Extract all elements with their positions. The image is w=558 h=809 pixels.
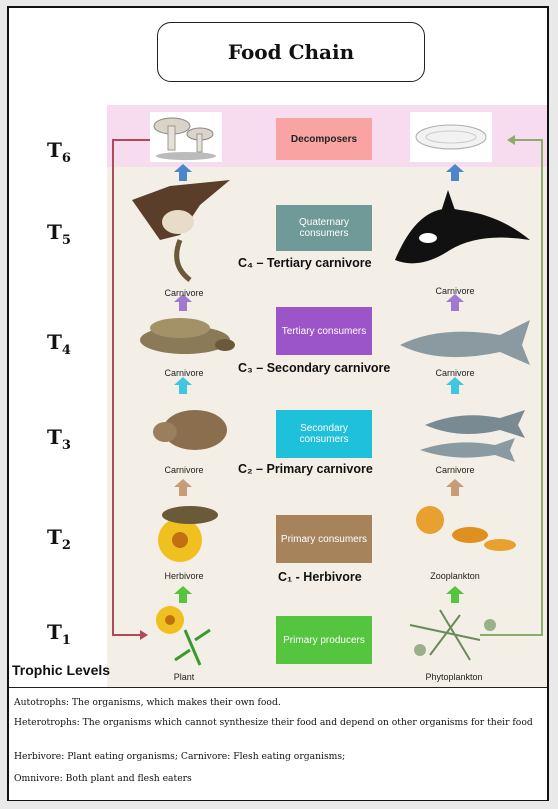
left-label-t2: Herbivore: [164, 571, 203, 581]
trophic-levels-label: Trophic Levels: [12, 662, 110, 678]
left-label-t5: Carnivore: [164, 288, 203, 298]
fish-icon: [400, 320, 530, 365]
bacterium-icon: [410, 112, 492, 162]
note-autotrophs: Autotrophs: The organisms, which makes t…: [14, 696, 281, 709]
snake-icon: [140, 318, 235, 354]
right-label-t3: Carnivore: [435, 465, 474, 475]
hawk-icon: [132, 180, 230, 280]
note-herbivore-carnivore: Herbivore: Plant eating organisms; Carni…: [14, 750, 345, 763]
mushroom-icon: [150, 112, 222, 162]
right-label-t1: Phytoplankton: [425, 672, 482, 682]
orca-icon: [395, 190, 530, 263]
grasshopper-icon: [158, 506, 218, 562]
right-label-t5: Carnivore: [435, 286, 474, 296]
right-label-t4: Carnivore: [435, 368, 474, 378]
right-label-t2: Zooplankton: [430, 571, 480, 581]
note-omnivore: Omnivore: Both plant and flesh eaters: [14, 772, 192, 785]
left-label-t3: Carnivore: [164, 465, 203, 475]
note-heterotrophs: Heterotrophs: The organisms which cannot…: [14, 716, 539, 729]
small-fish-icon: [420, 410, 525, 462]
left-label-t1: Plant: [174, 672, 195, 682]
definitions-panel: Autotrophs: The organisms, which makes t…: [9, 687, 547, 800]
phytoplankton-icon: [410, 610, 496, 660]
rodent-icon: [153, 410, 227, 450]
plant-icon: [156, 606, 210, 665]
zooplankton-icon: [416, 506, 516, 551]
left-label-t4: Carnivore: [164, 368, 203, 378]
